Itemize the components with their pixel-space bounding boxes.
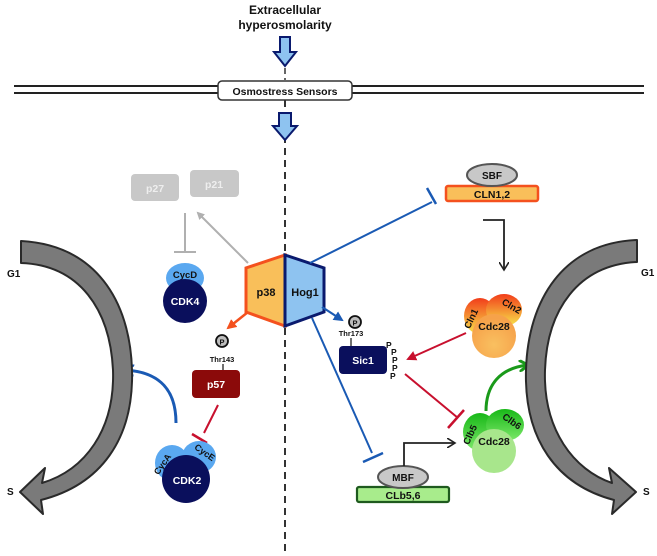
signal-arrow-icon bbox=[270, 112, 300, 142]
cdc28-clb-label: Cdc28 bbox=[478, 436, 510, 448]
sic1-phospho-3: P bbox=[392, 355, 398, 365]
p57-inhibits-cdk2-bar bbox=[191, 432, 208, 445]
phospho-thr143-icon bbox=[215, 334, 229, 348]
cdk4-label: CDK4 bbox=[171, 296, 200, 308]
sbf-label: SBF bbox=[482, 171, 502, 182]
sic1-phospho-5: P bbox=[390, 371, 396, 381]
membrane bbox=[14, 85, 644, 94]
p21-label: p21 bbox=[205, 179, 223, 191]
clb56-gene-label: CLb5,6 bbox=[385, 490, 420, 502]
hog1-phosphorylates-sic1-arrow bbox=[321, 306, 344, 322]
left-cell-cycle-arrow-icon bbox=[19, 240, 134, 515]
clb-promotes-transition-arrow bbox=[484, 365, 528, 412]
p27-label: p27 bbox=[146, 183, 164, 195]
cdk4-node bbox=[163, 279, 207, 323]
cdc28-phosphorylates-sic1-arrow bbox=[406, 332, 467, 361]
p21-node bbox=[190, 170, 239, 197]
hog1-inhibits-clb56-bar bbox=[362, 451, 384, 464]
right-s-label: S bbox=[643, 487, 650, 498]
sic1-phospho-4: P bbox=[392, 363, 398, 373]
cln12-gene-label: CLN1,2 bbox=[474, 189, 510, 201]
hog1-inhibits-cln12-bar bbox=[425, 187, 438, 205]
phospho-thr143-label: P bbox=[219, 338, 224, 347]
clb56-transcription-arrow bbox=[403, 443, 455, 466]
p57-label: p57 bbox=[207, 379, 225, 391]
cdc28-cln-node bbox=[472, 314, 516, 358]
hog1-label: Hog1 bbox=[291, 287, 319, 299]
p27-node bbox=[131, 174, 179, 201]
hog1-inhibits-clb56-line bbox=[311, 317, 373, 454]
cycd-label: CycD bbox=[173, 270, 197, 281]
cdk2-promotes-transition-arrow bbox=[125, 370, 178, 424]
title-line2: hyperosmolarity bbox=[238, 18, 332, 32]
cdc28-cln-label: Cdc28 bbox=[478, 321, 510, 333]
p38-phosphorylates-p57-arrow bbox=[226, 311, 249, 330]
cdc28-clb-node bbox=[472, 429, 516, 473]
p57-node bbox=[192, 370, 240, 398]
left-g1-label: G1 bbox=[7, 269, 21, 280]
sic1-node bbox=[339, 346, 387, 374]
phospho-thr173-label: P bbox=[352, 319, 357, 328]
mbf-label: MBF bbox=[392, 473, 414, 484]
p38-label: p38 bbox=[257, 287, 276, 299]
p57-inhibits-cdk2-line bbox=[203, 404, 219, 434]
hog1-inhibits-cln12-line bbox=[309, 201, 433, 264]
cln12-transcription-arrow bbox=[483, 219, 504, 270]
sic1-inhibits-clb-bar bbox=[447, 409, 465, 429]
left-s-label: S bbox=[7, 487, 14, 498]
stimulus-arrow-icon bbox=[271, 36, 299, 68]
osmostress-sensors-label: Osmostress Sensors bbox=[232, 86, 337, 98]
sic1-phospho-2: P bbox=[391, 347, 397, 357]
mbf-node bbox=[377, 465, 429, 489]
sic1-label: Sic1 bbox=[352, 355, 374, 367]
cdk2-node bbox=[162, 455, 210, 503]
right-cell-cycle-arrow-icon bbox=[524, 239, 638, 515]
right-g1-label: G1 bbox=[641, 268, 655, 279]
thr143-label: Thr143 bbox=[210, 355, 235, 364]
title-line1: Extracellular bbox=[249, 3, 321, 17]
sic1-phospho-1: P bbox=[386, 340, 392, 350]
phospho-thr173-icon bbox=[348, 315, 362, 329]
thr173-label: Thr173 bbox=[339, 329, 364, 338]
sic1-inhibits-clb-line bbox=[404, 373, 459, 419]
sbf-node bbox=[466, 163, 518, 187]
cdk2-label: CDK2 bbox=[173, 475, 202, 487]
p38-activates-p21-arrow bbox=[196, 211, 249, 264]
